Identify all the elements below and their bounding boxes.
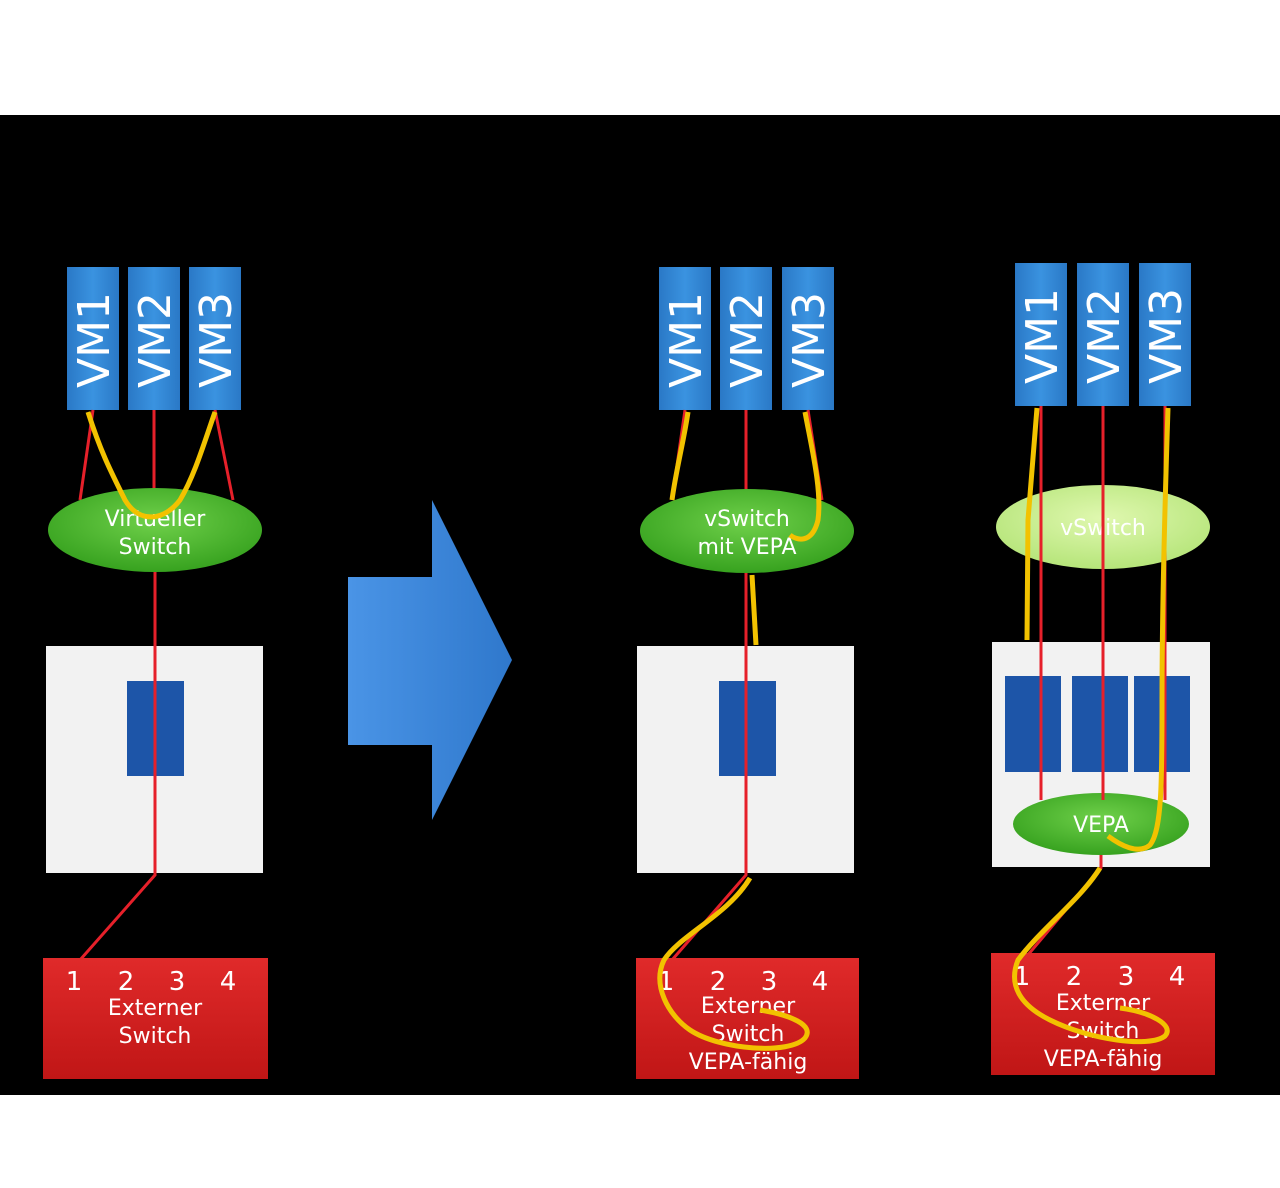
switch-label-line-1: Virtueller bbox=[105, 507, 207, 532]
vm-label: VM2 bbox=[1079, 288, 1130, 384]
vm-box: VM2 bbox=[128, 267, 181, 410]
switch-label-line-1: vSwitch bbox=[704, 507, 790, 532]
vm-box: VM3 bbox=[1139, 263, 1192, 406]
vswitch-vepa: vSwitch mit VEPA bbox=[640, 489, 854, 573]
port-number: 2 bbox=[710, 967, 727, 997]
external-switch-label-line-1: Externer bbox=[108, 996, 203, 1021]
traffic-path bbox=[657, 411, 822, 1051]
port-number: 4 bbox=[1169, 962, 1186, 992]
vm-label: VM1 bbox=[661, 292, 712, 388]
vm-label: VM2 bbox=[722, 292, 773, 388]
vm-label: VM1 bbox=[1017, 288, 1068, 384]
switch-label-line-2: mit VEPA bbox=[697, 535, 796, 560]
network-card bbox=[1072, 676, 1128, 772]
port-number: 3 bbox=[1118, 962, 1135, 992]
vepa-module: VEPA bbox=[1013, 793, 1189, 855]
vm-box: VM1 bbox=[1015, 263, 1068, 406]
port-number: 3 bbox=[761, 967, 778, 997]
port-number: 4 bbox=[220, 967, 237, 997]
network-card bbox=[1005, 676, 1061, 772]
vm-box: VM3 bbox=[189, 267, 242, 410]
arrow-right-icon bbox=[348, 500, 512, 820]
vm-box: VM1 bbox=[67, 267, 120, 410]
vm-label: VM3 bbox=[784, 292, 835, 388]
vepa-label: VEPA bbox=[1073, 813, 1129, 838]
port-number: 3 bbox=[169, 967, 186, 997]
vm-label: VM2 bbox=[130, 292, 181, 388]
vm-box: VM2 bbox=[720, 267, 773, 410]
uplink-link bbox=[78, 572, 157, 961]
external-switch: 1 2 3 4 Externer Switch VEPA-fähig bbox=[991, 953, 1215, 1075]
port-number: 2 bbox=[118, 967, 135, 997]
port-number: 4 bbox=[812, 967, 829, 997]
slide-background bbox=[0, 115, 1280, 1095]
external-switch: 1 2 3 4 Externer Switch bbox=[43, 958, 268, 1079]
vm-label: VM3 bbox=[191, 292, 242, 388]
diagram-3: VM1 VM2 VM3 vSwitch VEPA bbox=[991, 263, 1215, 1075]
vm-box: VM1 bbox=[659, 267, 712, 410]
traffic-path bbox=[1012, 407, 1171, 1045]
diagram-1: VM1 VM2 VM3 Virtueller Switch bbox=[43, 267, 268, 1079]
port-number: 1 bbox=[66, 967, 83, 997]
external-switch-label-line-2: Switch bbox=[119, 1024, 192, 1049]
vm-box: VM3 bbox=[782, 267, 835, 410]
vm-box: VM2 bbox=[1077, 263, 1130, 406]
vm-label: VM3 bbox=[1141, 288, 1192, 384]
virtual-switch: Virtueller Switch bbox=[48, 488, 262, 572]
external-switch-label-line-3: VEPA-fähig bbox=[1044, 1047, 1163, 1072]
vm-label: VM1 bbox=[69, 292, 120, 388]
diagram-2: VM1 VM2 VM3 vSwitch mit VEPA 1 2 3 bbox=[636, 267, 859, 1079]
traffic-path bbox=[85, 411, 218, 520]
switch-label-line-2: Switch bbox=[119, 535, 192, 560]
port-number: 2 bbox=[1066, 962, 1083, 992]
external-switch-label-line-3: VEPA-fähig bbox=[689, 1050, 808, 1075]
external-switch: 1 2 3 4 Externer Switch VEPA-fähig bbox=[636, 958, 859, 1079]
